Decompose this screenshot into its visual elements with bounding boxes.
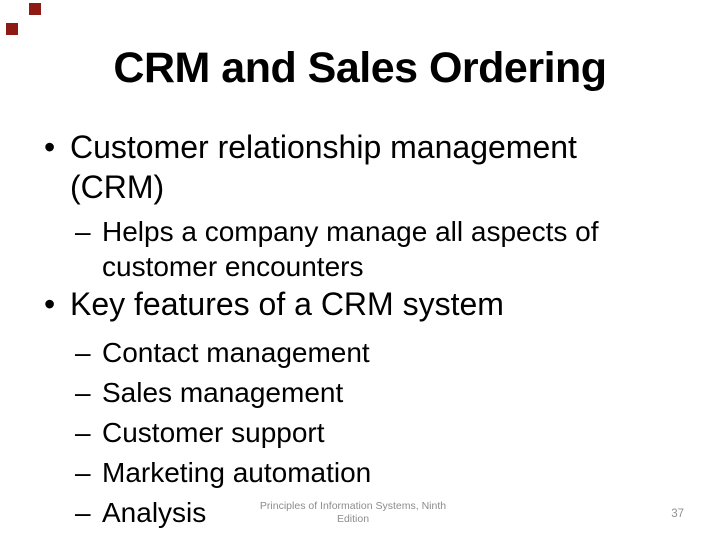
dash-icon: – <box>75 377 91 408</box>
decor-square-bottom <box>6 23 18 35</box>
dash-icon: – <box>75 337 91 368</box>
decor-square-top <box>29 3 41 15</box>
dash-icon: – <box>75 216 91 247</box>
sub-bullet-item: – Sales management <box>75 375 684 410</box>
dash-icon: – <box>75 497 91 528</box>
bullet-icon: • <box>44 129 56 165</box>
sub-bullet-text: Sales management <box>102 377 344 408</box>
sub-bullet-item: – Customer support <box>75 415 684 450</box>
footer-line-1: Principles of Information Systems, Ninth <box>259 500 447 512</box>
sub-bullet-item: – Helps a company manage all aspects of … <box>75 214 684 284</box>
dash-icon: – <box>75 457 91 488</box>
footer-text: Principles of Information Systems, Ninth… <box>213 500 493 526</box>
bullet-text: Key features of a CRM system <box>70 286 504 322</box>
dash-icon: – <box>75 417 91 448</box>
sub-bullet-item: – Analysis <box>75 495 684 530</box>
sub-bullet-text: Helps a company manage all aspects of cu… <box>102 216 599 282</box>
bullet-icon: • <box>44 286 56 322</box>
sub-bullet-item: – Marketing automation <box>75 455 684 490</box>
footer-line-2: Edition <box>336 513 370 525</box>
sub-bullet-text: Contact management <box>102 337 370 368</box>
page-number: 37 <box>671 508 684 520</box>
slide-title: CRM and Sales Ordering <box>113 44 607 92</box>
slide-body: • Customer relationship management (CRM)… <box>44 127 684 530</box>
sub-bullet-item: – Contact management <box>75 335 684 370</box>
sub-bullet-text: Analysis <box>102 497 207 528</box>
bullet-item: • Key features of a CRM system <box>44 284 684 324</box>
sub-bullet-text: Customer support <box>102 417 325 448</box>
bullet-item: • Customer relationship management (CRM) <box>44 127 684 207</box>
sub-bullet-text: Marketing automation <box>102 457 372 488</box>
bullet-text: Customer relationship management (CRM) <box>70 129 577 205</box>
